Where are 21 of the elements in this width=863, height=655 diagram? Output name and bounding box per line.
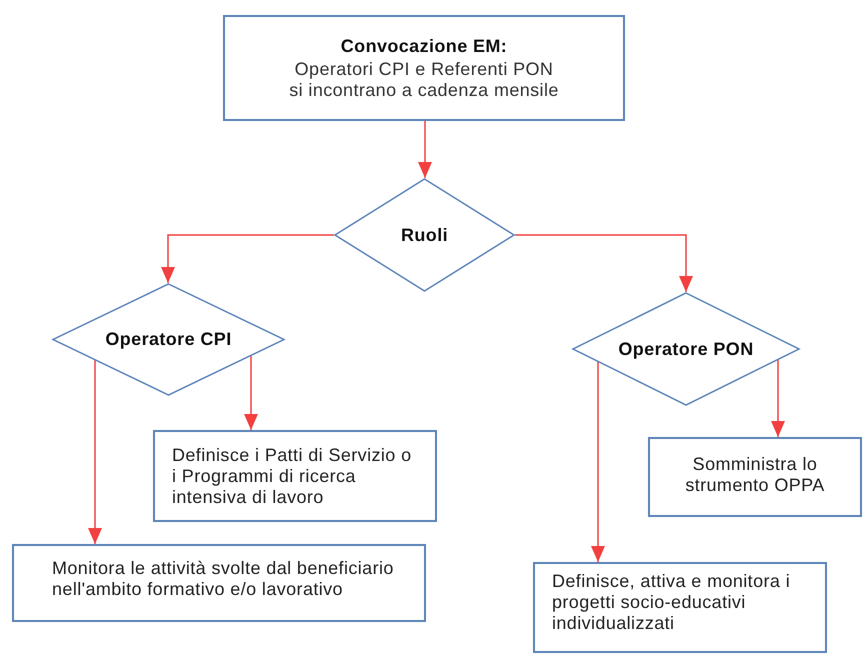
arrow — [591, 362, 605, 562]
arrow — [418, 121, 432, 178]
process-box — [153, 430, 437, 522]
description: Operatori CPI e Referenti PON si incontrano a cadenza mensile — [288, 58, 560, 100]
decision-label: Operatore CPI — [105, 329, 232, 350]
step-text: Somministra lo strumento OPPA — [684, 454, 826, 496]
arrow — [771, 360, 785, 437]
arrow — [244, 356, 258, 430]
heading: Convocazione EM: — [340, 36, 508, 56]
step-text: Definisce, attiva e monitora i progetti socio-educativi individualizzati — [552, 571, 792, 634]
decision-label: Operatore PON — [618, 338, 754, 360]
process-box — [12, 544, 426, 622]
arrow — [88, 360, 102, 544]
arrow — [515, 234, 693, 292]
process-box — [223, 15, 625, 121]
decision-label: Ruoli — [401, 224, 448, 246]
arrow — [161, 234, 334, 283]
step-text: Definisce i Patti di Servizio o i Programmi di ricerca intensiva di lavoro — [172, 444, 412, 508]
process-box — [533, 562, 827, 653]
step-text: Monitora le attività svolte dal beneficiario nell'ambito formativo e/o lavorativo — [52, 558, 395, 600]
process-box — [648, 437, 862, 517]
